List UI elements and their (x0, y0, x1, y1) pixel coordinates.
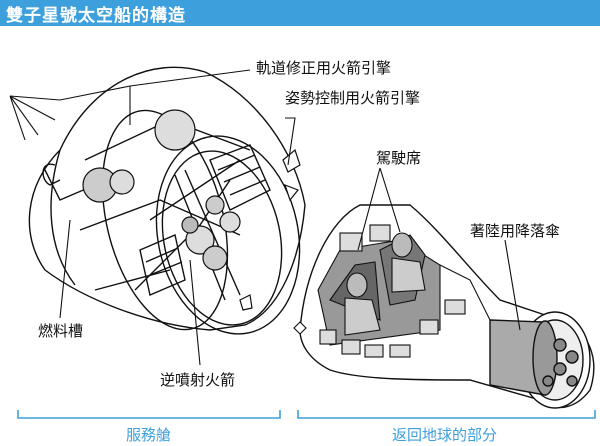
label-service-module: 服務艙 (126, 426, 171, 444)
reentry-module-bracket (297, 410, 596, 419)
label-attitude-thruster: 姿勢控制用火箭引擎 (285, 89, 420, 107)
section-brackets (17, 410, 596, 419)
label-retro-rocket: 逆噴射火箭 (160, 371, 235, 389)
label-fuel-tank: 燃料槽 (38, 322, 83, 340)
title-bar: 雙子星號太空船的構造 (0, 0, 600, 26)
page-title: 雙子星號太空船的構造 (6, 5, 186, 26)
service-module-drawing (28, 66, 306, 335)
fuel-tanks (82, 109, 241, 271)
label-cockpit: 駕駛席 (376, 149, 421, 167)
cockpit-interior (293, 224, 491, 358)
label-orbit-thruster: 軌道修正用火箭引擎 (256, 59, 391, 77)
label-parachute: 著陸用降落傘 (470, 222, 560, 240)
attitude-thruster-nozzles (239, 148, 301, 311)
service-module-bracket (17, 410, 281, 419)
leader-lines (9, 69, 521, 366)
label-reentry-module: 返回地球的部分 (392, 426, 497, 444)
